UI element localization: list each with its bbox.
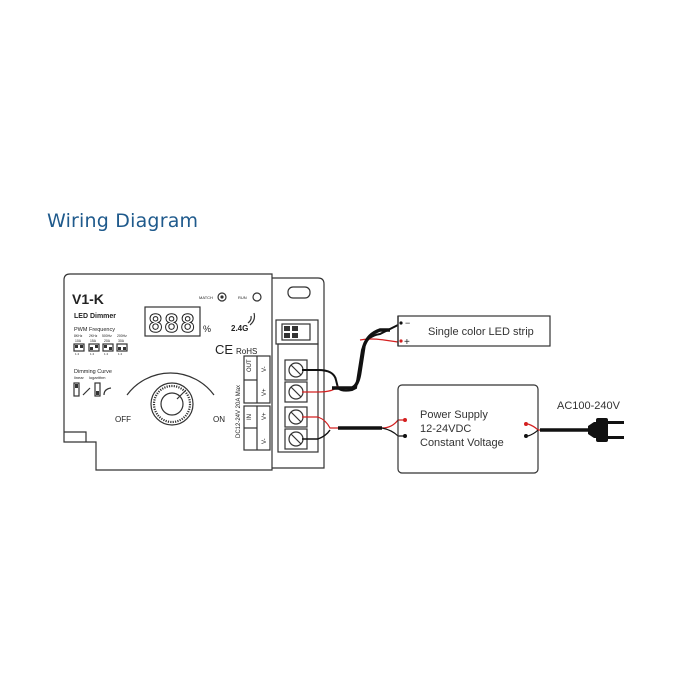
ac-plug-icon [588,418,624,442]
svg-text:10A: 10A [75,339,82,343]
percent-sign: % [203,324,211,334]
curve-linear-label: linear [74,375,84,380]
pwm-label: PWM Frequency [74,327,115,333]
svg-text:15A: 15A [90,339,97,343]
svg-text:2KHz: 2KHz [89,334,98,338]
dimmer-unit: OUT V- V+ IN V+ V- DC12-24V 20A Max V1-K… [63,273,325,471]
off-label: OFF [115,415,131,424]
curve-label: Dimming Curve [74,369,112,375]
psu-line-2: 12-24VDC [420,423,471,435]
led-display [144,306,201,337]
wireless-label: 2.4G [231,324,248,333]
match-label: MATCH [199,295,213,300]
pwm-dip-switches: 8KHz 2KHz 500Hz 200Hz 10A 15A 20A 30A 1 … [73,334,128,356]
svg-text:1 2: 1 2 [75,352,80,356]
run-label: RUN [238,295,247,300]
led-strip-label: Single color LED strip [428,326,534,338]
svg-text:20A: 20A [104,339,111,343]
ac-cable: AC100-240V [527,400,621,437]
in-vplus-label: V+ [262,412,268,420]
svg-text:1 2: 1 2 [104,352,109,356]
ac-voltage-label: AC100-240V [557,400,621,412]
display-digits: 888 [148,309,196,338]
match-button[interactable] [217,292,227,302]
output-wires [302,324,399,393]
strip-minus: − [405,318,410,328]
run-indicator [252,292,262,302]
svg-text:1 2: 1 2 [90,352,95,356]
dimming-knob[interactable] [150,382,194,426]
psu-line-3: Constant Voltage [420,437,504,449]
led-strip: − + Single color LED strip [397,315,551,348]
diagram-title: Wiring Diagram [47,210,199,232]
out-label: OUT [247,359,253,372]
wireless-icon [247,312,256,326]
model-label: V1-K [72,291,104,307]
curve-log-label: logarithm [89,375,106,380]
svg-text:1 2: 1 2 [118,352,123,356]
svg-text:500Hz: 500Hz [102,334,112,338]
terminal-screws [284,359,308,450]
curve-dip-switches [73,382,112,397]
out-vminus-label: V- [262,366,268,372]
ce-mark: CE [215,342,233,357]
in-label: IN [247,414,253,420]
dial-scale-arc [126,372,215,396]
rating-label: DC12-24V 20A Max [236,385,242,438]
strip-plus: + [404,337,410,348]
on-label: ON [213,415,225,424]
rohs-mark: RoHS [236,347,257,356]
svg-text:30A: 30A [118,339,125,343]
psu-line-1: Power Supply [420,409,488,421]
svg-text:200Hz: 200Hz [117,334,127,338]
subtitle-label: LED Dimmer [74,313,116,320]
power-supply: Power Supply 12-24VDC Constant Voltage [397,384,539,474]
svg-text:8KHz: 8KHz [74,334,83,338]
in-vminus-label: V- [262,438,268,444]
mount-slot [287,286,311,299]
out-vplus-label: V+ [262,388,268,396]
